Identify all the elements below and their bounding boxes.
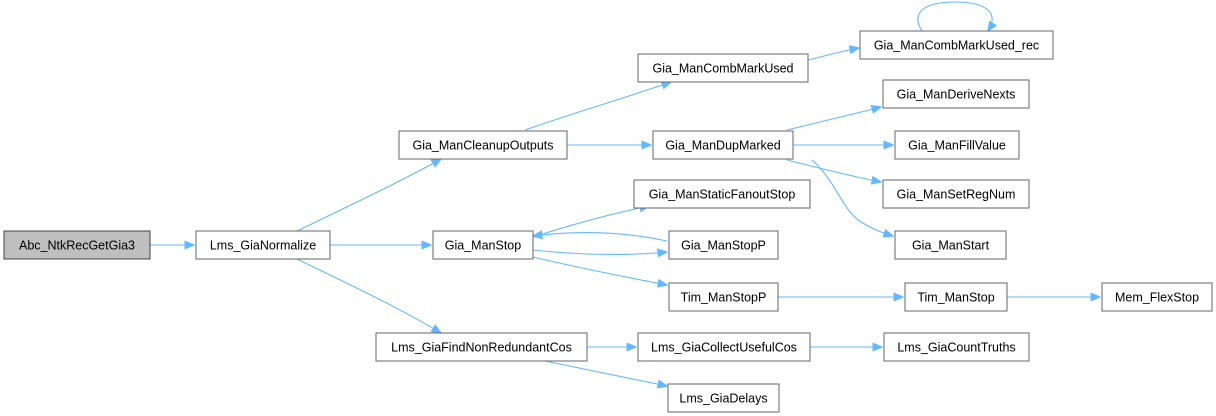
node-label: Lms_GiaCountTruths <box>897 341 1015 355</box>
node-gia_manstopp[interactable]: Gia_ManStopP <box>668 230 779 260</box>
node-gia_manderivenexts[interactable]: Gia_ManDeriveNexts <box>882 79 1030 109</box>
node-label: Gia_ManDeriveNexts <box>897 88 1016 102</box>
node-gia_manstaticfanoutstop[interactable]: Gia_ManStaticFanoutStop <box>633 179 811 209</box>
edge-gia_mandupmarked-gia_manstart <box>811 159 893 236</box>
node-label: Tim_ManStop <box>917 291 994 305</box>
node-label: Gia_ManStart <box>912 239 990 253</box>
node-gia_mansetregnum[interactable]: Gia_ManSetRegNum <box>882 179 1030 209</box>
node-lms_giacounttruths[interactable]: Lms_GiaCountTruths <box>883 332 1030 362</box>
edge-gia_manstopp-gia_manstop <box>533 233 668 242</box>
node-label: Gia_ManFillValue <box>908 139 1006 153</box>
edge-gia_mancleanupoutputs-gia_mancombmarkused <box>524 82 671 131</box>
node-gia_mancombmarkused_rec[interactable]: Gia_ManCombMarkUsed_rec <box>859 30 1054 60</box>
node-gia_manstop[interactable]: Gia_ManStop <box>432 230 534 260</box>
node-label: Tim_ManStopP <box>681 291 767 305</box>
node-lms_gianormalize[interactable]: Lms_GiaNormalize <box>195 230 331 260</box>
edge-lms_gianormalize-lms_giafindnonredundantcos <box>294 257 441 333</box>
node-label: Abc_NtkRecGetGia3 <box>19 239 135 253</box>
node-gia_mandupmarked[interactable]: Gia_ManDupMarked <box>652 130 794 160</box>
node-label: Mem_FlexStop <box>1115 291 1199 305</box>
node-lms_giacollectusefulcos[interactable]: Lms_GiaCollectUsefulCos <box>637 332 811 362</box>
node-lms_giafindnonredundantcos[interactable]: Lms_GiaFindNonRedundantCos <box>375 332 588 362</box>
node-mem_flexstop[interactable]: Mem_FlexStop <box>1101 282 1213 312</box>
edge-gia_mancombmarkused-gia_mancombmarkused_rec <box>807 48 859 61</box>
edge-gia_manstop-tim_manstopp <box>532 256 667 285</box>
node-label: Gia_ManCombMarkUsed_rec <box>874 39 1039 53</box>
node-label: Gia_ManStaticFanoutStop <box>649 188 796 202</box>
node-label: Lms_GiaDelays <box>679 392 767 406</box>
node-label: Gia_ManStopP <box>681 239 766 253</box>
node-label: Gia_ManCleanupOutputs <box>412 139 553 153</box>
node-gia_manstart[interactable]: Gia_ManStart <box>894 230 1007 260</box>
node-label: Gia_ManStop <box>445 239 521 253</box>
edge-gia_mancombmarkused_rec-loop <box>917 1 992 31</box>
edge-gia_manstop-gia_manstopp <box>532 250 667 254</box>
edge-gia_mandupmarked-gia_manderivenexts <box>786 107 881 131</box>
node-gia_manfillvalue[interactable]: Gia_ManFillValue <box>894 130 1020 160</box>
node-label: Lms_GiaCollectUsefulCos <box>651 341 797 355</box>
node-label: Gia_ManDupMarked <box>665 139 780 153</box>
node-tim_manstopp[interactable]: Tim_ManStopP <box>668 282 779 312</box>
edge-lms_giafindnonredundantcos-lms_giadelays <box>544 360 667 386</box>
node-gia_mancombmarkused[interactable]: Gia_ManCombMarkUsed <box>637 53 809 83</box>
node-label: Gia_ManSetRegNum <box>897 188 1016 202</box>
node-tim_manstop[interactable]: Tim_ManStop <box>904 282 1008 312</box>
node-label: Lms_GiaNormalize <box>210 239 316 253</box>
edge-lms_gianormalize-gia_mancleanupoutputs <box>294 159 441 233</box>
node-label: Lms_GiaFindNonRedundantCos <box>391 341 572 355</box>
node-abc_ntkrecgetgia3[interactable]: Abc_NtkRecGetGia3 <box>3 230 151 260</box>
edge-gia_mandupmarked-gia_mansetregnum <box>786 159 881 182</box>
node-lms_giadelays[interactable]: Lms_GiaDelays <box>667 383 780 413</box>
edges <box>150 1 1100 386</box>
node-gia_mancleanupoutputs[interactable]: Gia_ManCleanupOutputs <box>398 130 568 160</box>
edge-gia_manstop-gia_manstaticfanoutstop <box>532 206 649 238</box>
node-label: Gia_ManCombMarkUsed <box>652 62 793 76</box>
